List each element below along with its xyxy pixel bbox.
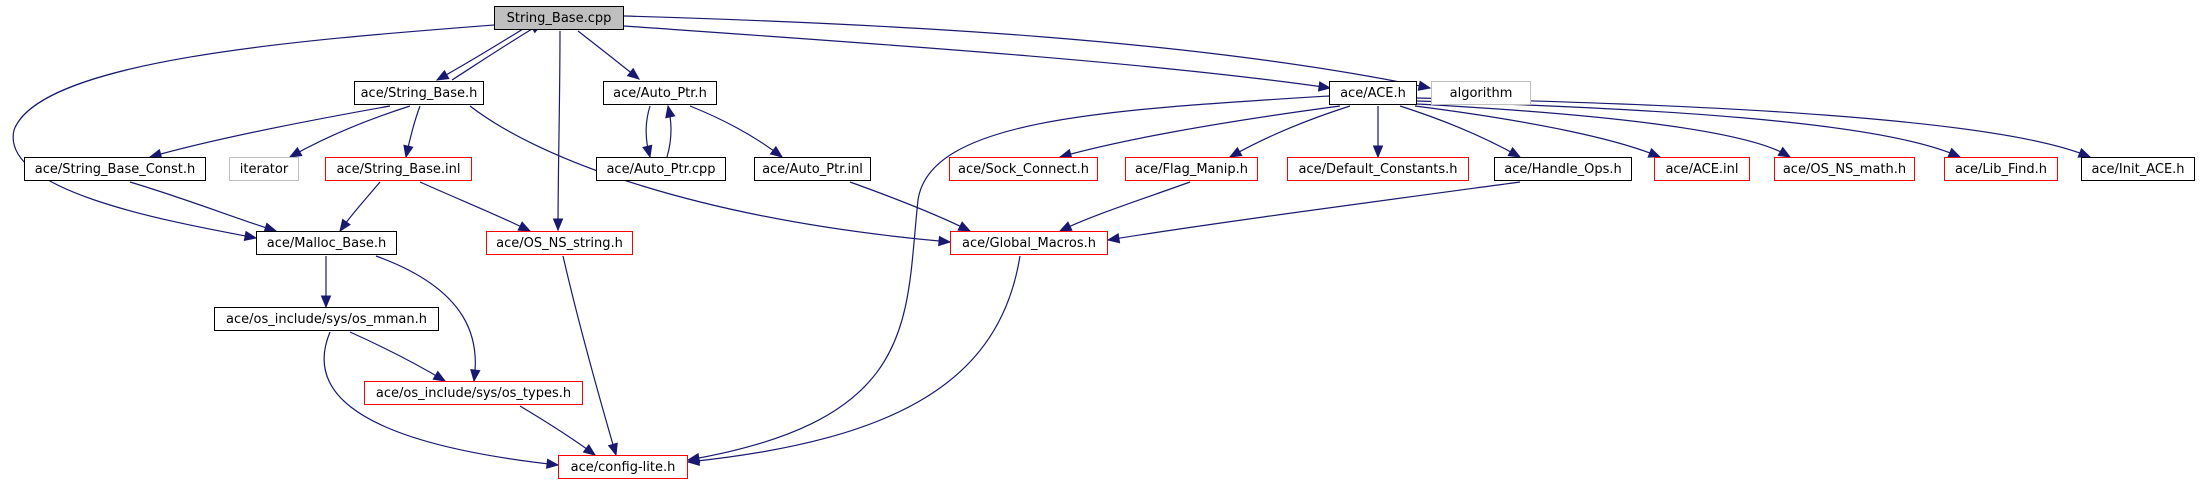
edge-os-mman-to-config-lite xyxy=(323,331,560,469)
edge-ace-h-to-handle-ops xyxy=(1399,105,1522,158)
edge-cpp-to-ace-h xyxy=(623,25,1332,92)
node-malloc-base-h[interactable]: ace/Malloc_Base.h xyxy=(256,231,397,255)
edge-string-base-h-to-iterator xyxy=(288,105,411,158)
node-auto-ptr-h[interactable]: ace/Auto_Ptr.h xyxy=(603,81,717,105)
node-config-lite-h[interactable]: ace/config-lite.h xyxy=(558,455,688,479)
node-os-types-h[interactable]: ace/os_include/sys/os_types.h xyxy=(364,381,583,405)
node-string-base-cpp[interactable]: String_Base.cpp xyxy=(494,6,624,30)
edge-handle-ops-to-global-macros xyxy=(1106,181,1521,244)
edge-ace-h-to-os-ns-math xyxy=(1416,103,1792,158)
edge-string-base-h-to-cpp xyxy=(451,22,544,81)
edge-auto-ptr-cpp-to-h xyxy=(665,104,676,158)
edge-ace-h-to-default-constants xyxy=(1372,106,1384,159)
node-auto-ptr-inl[interactable]: ace/Auto_Ptr.inl xyxy=(754,157,871,181)
edge-malloc-base-to-os-types xyxy=(375,255,481,383)
node-ace-inl[interactable]: ace/ACE.inl xyxy=(1654,157,1750,181)
edge-flag-manip-to-global-macros xyxy=(1058,181,1191,232)
edge-malloc-base-to-os-mman xyxy=(320,256,332,309)
node-init-ace-h[interactable]: ace/Init_ACE.h xyxy=(2081,157,2195,181)
edge-string-base-h-to-global-macros xyxy=(469,105,952,247)
edge-const-h-to-malloc-base xyxy=(129,181,278,233)
edge-os-ns-string-to-config-lite xyxy=(562,255,618,457)
node-string-base-inl[interactable]: ace/String_Base.inl xyxy=(325,157,472,181)
edge-string-base-h-to-const-h xyxy=(148,105,391,159)
node-algorithm: algorithm xyxy=(1431,81,1531,105)
edge-cpp-to-auto-ptr-h xyxy=(577,30,641,80)
node-os-ns-math-h[interactable]: ace/OS_NS_math.h xyxy=(1774,157,1915,181)
edge-auto-ptr-h-to-cpp xyxy=(642,105,653,159)
node-handle-ops-h[interactable]: ace/Handle_Ops.h xyxy=(1494,157,1632,181)
edge-string-base-h-to-inl xyxy=(403,105,421,159)
node-string-base-const-h[interactable]: ace/String_Base_Const.h xyxy=(24,157,206,181)
node-os-mman-h[interactable]: ace/os_include/sys/os_mman.h xyxy=(214,307,439,331)
edge-ace-h-to-flag-manip xyxy=(1228,105,1351,158)
node-os-ns-string-h[interactable]: ace/OS_NS_string.h xyxy=(486,231,633,255)
edge-ace-h-to-ace-inl xyxy=(1414,105,1662,158)
edge-auto-ptr-inl-to-global-macros xyxy=(849,181,972,232)
edge-inl-to-malloc-base xyxy=(339,181,381,233)
node-auto-ptr-cpp[interactable]: ace/Auto_Ptr.cpp xyxy=(596,157,726,181)
node-lib-find-h[interactable]: ace/Lib_Find.h xyxy=(1944,157,2058,181)
edge-os-mman-to-os-types xyxy=(349,331,447,382)
edge-inl-to-os-ns-string xyxy=(419,181,532,232)
node-ace-h[interactable]: ace/ACE.h xyxy=(1329,81,1417,105)
edge-global-macros-to-config-lite xyxy=(686,255,1021,466)
node-default-constants-h[interactable]: ace/Default_Constants.h xyxy=(1287,157,1469,181)
edge-ace-h-to-init-ace xyxy=(1416,97,2092,158)
edge-auto-ptr-h-to-inl xyxy=(689,105,784,158)
edge-ace-h-to-config-lite xyxy=(686,95,1330,464)
node-string-base-h[interactable]: ace/String_Base.h xyxy=(354,81,484,105)
node-iterator: iterator xyxy=(229,157,299,181)
node-flag-manip-h[interactable]: ace/Flag_Manip.h xyxy=(1125,157,1258,181)
node-sock-connect-h[interactable]: ace/Sock_Connect.h xyxy=(949,157,1098,181)
edge-cpp-to-algorithm xyxy=(623,15,1432,91)
edge-os-types-to-config-lite xyxy=(519,405,597,456)
node-global-macros-h[interactable]: ace/Global_Macros.h xyxy=(950,231,1108,255)
edge-cpp-to-os-ns-string-h xyxy=(552,30,564,232)
edge-cpp-to-malloc-base-h xyxy=(12,24,495,242)
